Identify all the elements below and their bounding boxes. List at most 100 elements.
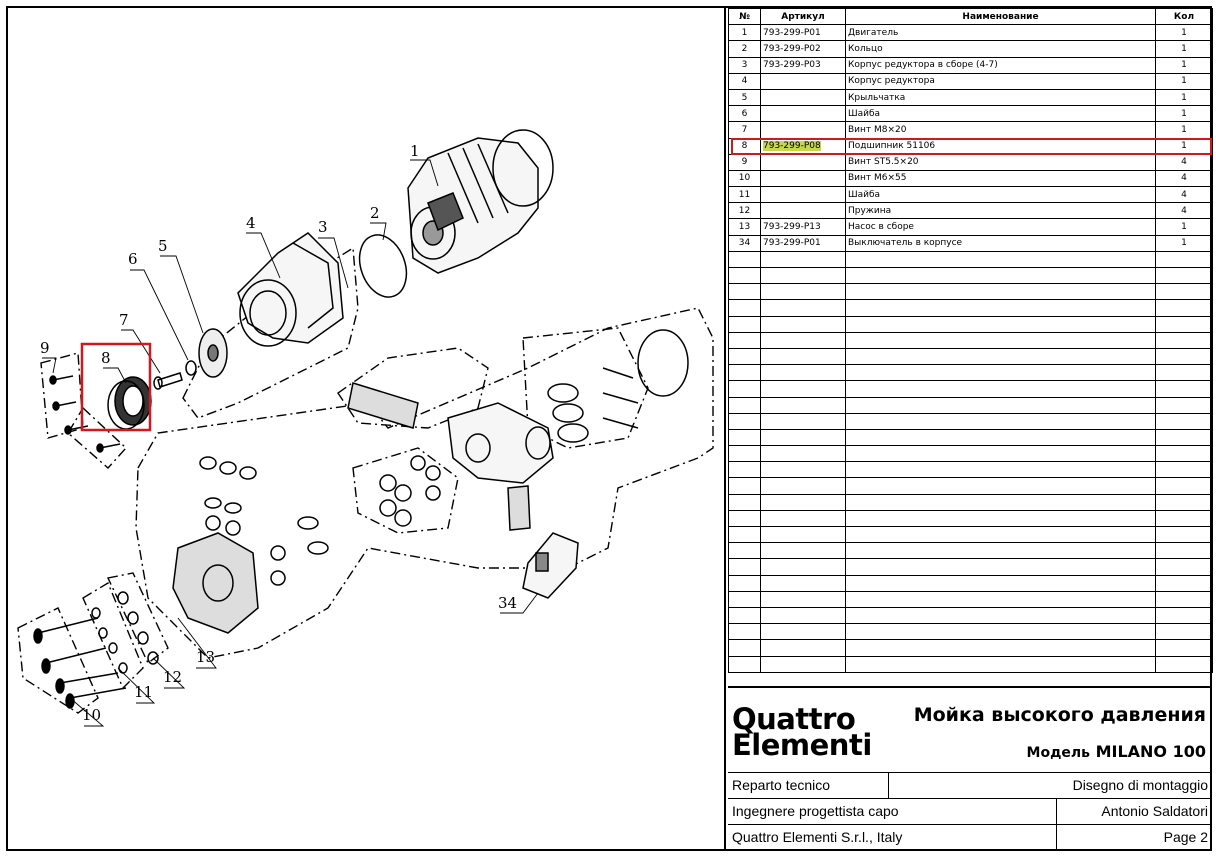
washer-part [185, 360, 197, 376]
table-row [728, 396, 1213, 414]
cell-number: 4 [728, 72, 761, 90]
cell-number [728, 315, 761, 333]
table-row [728, 315, 1213, 333]
washers-part [91, 607, 128, 674]
cell-qty: 4 [1155, 186, 1213, 204]
logo-line-1: Quattro [732, 702, 856, 736]
cell-article [760, 72, 846, 90]
cell-name [845, 477, 1156, 495]
cell-number: 6 [728, 105, 761, 123]
cell-name-text: Подшипник 51106 [848, 141, 936, 152]
cell-qty [1155, 558, 1213, 576]
cell-qty [1155, 250, 1213, 269]
cell-name [845, 655, 1156, 673]
cell-number: 2 [728, 40, 761, 58]
cell-name [845, 493, 1156, 511]
cell-qty: 1 [1155, 121, 1213, 139]
pump-body-part [172, 455, 441, 634]
cell-qty: 1 [1155, 88, 1213, 107]
cell-qty [1155, 574, 1213, 592]
cell-name: Винт М8×20 [845, 121, 1156, 139]
table-row [728, 655, 1213, 673]
cell-qty [1155, 542, 1213, 560]
cell-name: Подшипник 51106 [845, 137, 1156, 155]
cell-article [760, 153, 846, 171]
cell-number: 5 [728, 88, 761, 107]
cell-name: Кольцо [845, 40, 1156, 58]
table-row [728, 364, 1213, 382]
callout-3: 3 [318, 218, 328, 236]
gearbox-housing-part [237, 232, 344, 347]
cell-article: 793-299-P03 [760, 56, 846, 74]
cell-name [845, 606, 1156, 625]
department: Reparto tecnico [732, 777, 831, 793]
cell-name [845, 412, 1156, 430]
cell-qty [1155, 380, 1213, 398]
springs-part [117, 591, 159, 665]
cell-qty [1155, 428, 1213, 447]
cell-name [845, 509, 1156, 528]
table-row [728, 347, 1213, 366]
table-row [728, 331, 1213, 349]
cell-number [728, 266, 761, 285]
callout-2: 2 [370, 204, 380, 222]
cell-number [728, 509, 761, 528]
cell-qty [1155, 590, 1213, 608]
cell-qty: 1 [1155, 137, 1213, 155]
callout-9: 9 [40, 339, 50, 357]
cell-number [728, 574, 761, 592]
table-row [728, 299, 1213, 317]
cell-number-text: 34 [738, 238, 751, 249]
cell-number-text: 1 [741, 27, 748, 38]
cell-qty-text: 1 [1181, 60, 1187, 71]
cell-article [760, 186, 846, 204]
cell-name-text: Шайба [848, 189, 881, 200]
cell-name: Шайба [845, 105, 1156, 123]
cell-number: 1 [728, 24, 761, 42]
cell-qty: 4 [1155, 202, 1213, 220]
cell-qty [1155, 477, 1213, 495]
cell-name-text: Двигатель [848, 27, 899, 38]
cell-article [760, 88, 846, 107]
cell-name [845, 315, 1156, 333]
screws-m6-part [33, 617, 127, 709]
cell-name-text: Корпус редуктора [848, 76, 935, 87]
cell-qty [1155, 525, 1213, 544]
table-row [728, 493, 1213, 511]
pistons-part [547, 367, 639, 443]
cell-number: 11 [728, 186, 761, 204]
cell-number: 13 [728, 218, 761, 236]
callout-11: 11 [134, 683, 153, 701]
callout-34: 34 [498, 594, 517, 612]
cell-name [845, 428, 1156, 447]
cell-number: 34 [728, 234, 761, 252]
cell-article [760, 558, 846, 576]
cell-number: 3 [728, 56, 761, 74]
cell-number-text: 4 [741, 76, 748, 87]
cell-name-text: Выключатель в корпусе [848, 238, 963, 249]
cell-name-text: Корпус редуктора в сборе (4-7) [848, 60, 998, 71]
cell-number-text: 3 [741, 60, 748, 71]
cell-qty: 1 [1155, 234, 1213, 252]
cell-qty-text: 1 [1181, 76, 1187, 87]
callout-13: 13 [196, 648, 215, 666]
title-row-engineer: Ingegnere progettista capo Antonio Salda… [728, 798, 1212, 824]
cell-article [760, 542, 846, 560]
cell-name-text: Винт М6×55 [848, 173, 907, 184]
table-row [728, 461, 1213, 479]
cell-name: Винт М6×55 [845, 169, 1156, 188]
cell-qty [1155, 364, 1213, 382]
cell-qty: 1 [1155, 72, 1213, 90]
drawing-sheet: 1 2 3 4 5 6 7 8 9 10 11 12 13 34 [6, 6, 1213, 851]
cell-article [760, 347, 846, 366]
cell-article [760, 477, 846, 495]
cell-qty [1155, 315, 1213, 333]
table-row [728, 542, 1213, 560]
pump-head-part [347, 329, 689, 531]
callout-8: 8 [101, 349, 111, 367]
cell-qty [1155, 299, 1213, 317]
